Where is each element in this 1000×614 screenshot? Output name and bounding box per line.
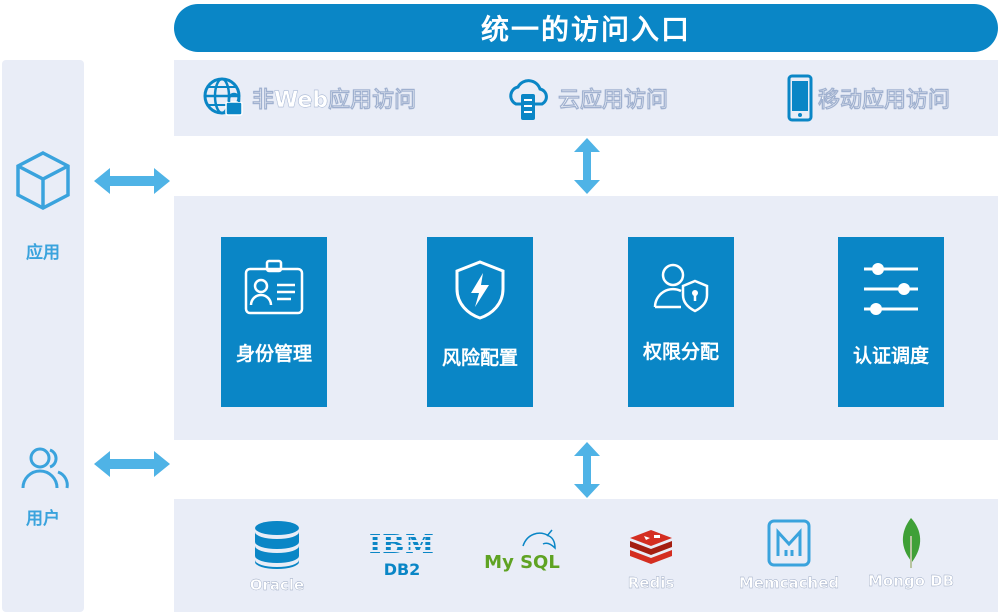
db-label-mongodb: Mongo DB	[867, 572, 955, 590]
db-label-oracle: Oracle	[249, 576, 305, 594]
globe-lock-icon	[203, 77, 243, 116]
module-card-permission: 权限分配	[628, 237, 734, 407]
module-card-auth: 认证调度	[838, 237, 944, 407]
database-band	[174, 499, 998, 612]
module-label-auth: 认证调度	[852, 345, 929, 367]
db-oracle: Oracle	[222, 520, 332, 594]
db-label-redis: Redis	[627, 574, 675, 592]
sliders-icon	[864, 263, 918, 315]
ibm-logo-icon: IBM	[369, 530, 435, 560]
redis-logo-icon	[630, 530, 672, 564]
module-label-risk: 风险配置	[441, 347, 518, 369]
access-item-mobile: 移动应用访问	[786, 74, 950, 122]
dolphin-icon	[522, 529, 556, 550]
left-sidebar	[2, 60, 84, 612]
module-label-identity: 身份管理	[235, 343, 312, 365]
memcached-logo-icon	[767, 519, 811, 567]
db-label-db2: DB2	[383, 560, 421, 579]
access-label-mobile: 移动应用访问	[818, 88, 951, 113]
database-icon	[255, 521, 299, 569]
user-shield-icon	[653, 263, 709, 313]
db-mongodb: Mongo DB	[856, 516, 966, 590]
module-label-permission: 权限分配	[642, 341, 719, 363]
access-label-non-web: 非Web应用访问	[252, 88, 417, 113]
mobile-phone-icon	[787, 74, 813, 122]
module-card-risk: 风险配置	[427, 237, 533, 407]
access-band	[174, 60, 998, 136]
vertical-arrow-top	[574, 138, 600, 194]
access-item-cloud: 云应用访问	[504, 74, 668, 122]
db-redis: Redis	[596, 528, 706, 592]
access-item-non-web: 非Web应用访问	[202, 76, 416, 120]
mongodb-leaf-icon	[902, 518, 921, 568]
cube-icon	[16, 151, 70, 210]
banner-title: 统一的访问入口	[174, 4, 998, 52]
access-label-cloud: 云应用访问	[558, 88, 669, 113]
db-db2: IBM DB2	[347, 532, 457, 579]
users-icon	[21, 447, 69, 489]
mysql-logo-icon: My SQL	[484, 552, 560, 573]
sidebar-label-app: 应用	[26, 243, 60, 263]
id-badge-icon	[244, 259, 304, 315]
vertical-arrow-bottom	[574, 442, 600, 498]
horizontal-arrow-app	[94, 168, 170, 194]
db-memcached: Memcached	[734, 518, 844, 592]
cloud-server-icon	[509, 79, 548, 120]
horizontal-arrow-user	[94, 451, 170, 477]
db-mysql: My SQL	[467, 529, 577, 573]
module-card-identity: 身份管理	[221, 237, 327, 407]
sidebar-label-user: 用户	[26, 509, 60, 529]
db-label-memcached: Memcached	[738, 574, 840, 592]
shield-bolt-icon	[455, 260, 505, 320]
